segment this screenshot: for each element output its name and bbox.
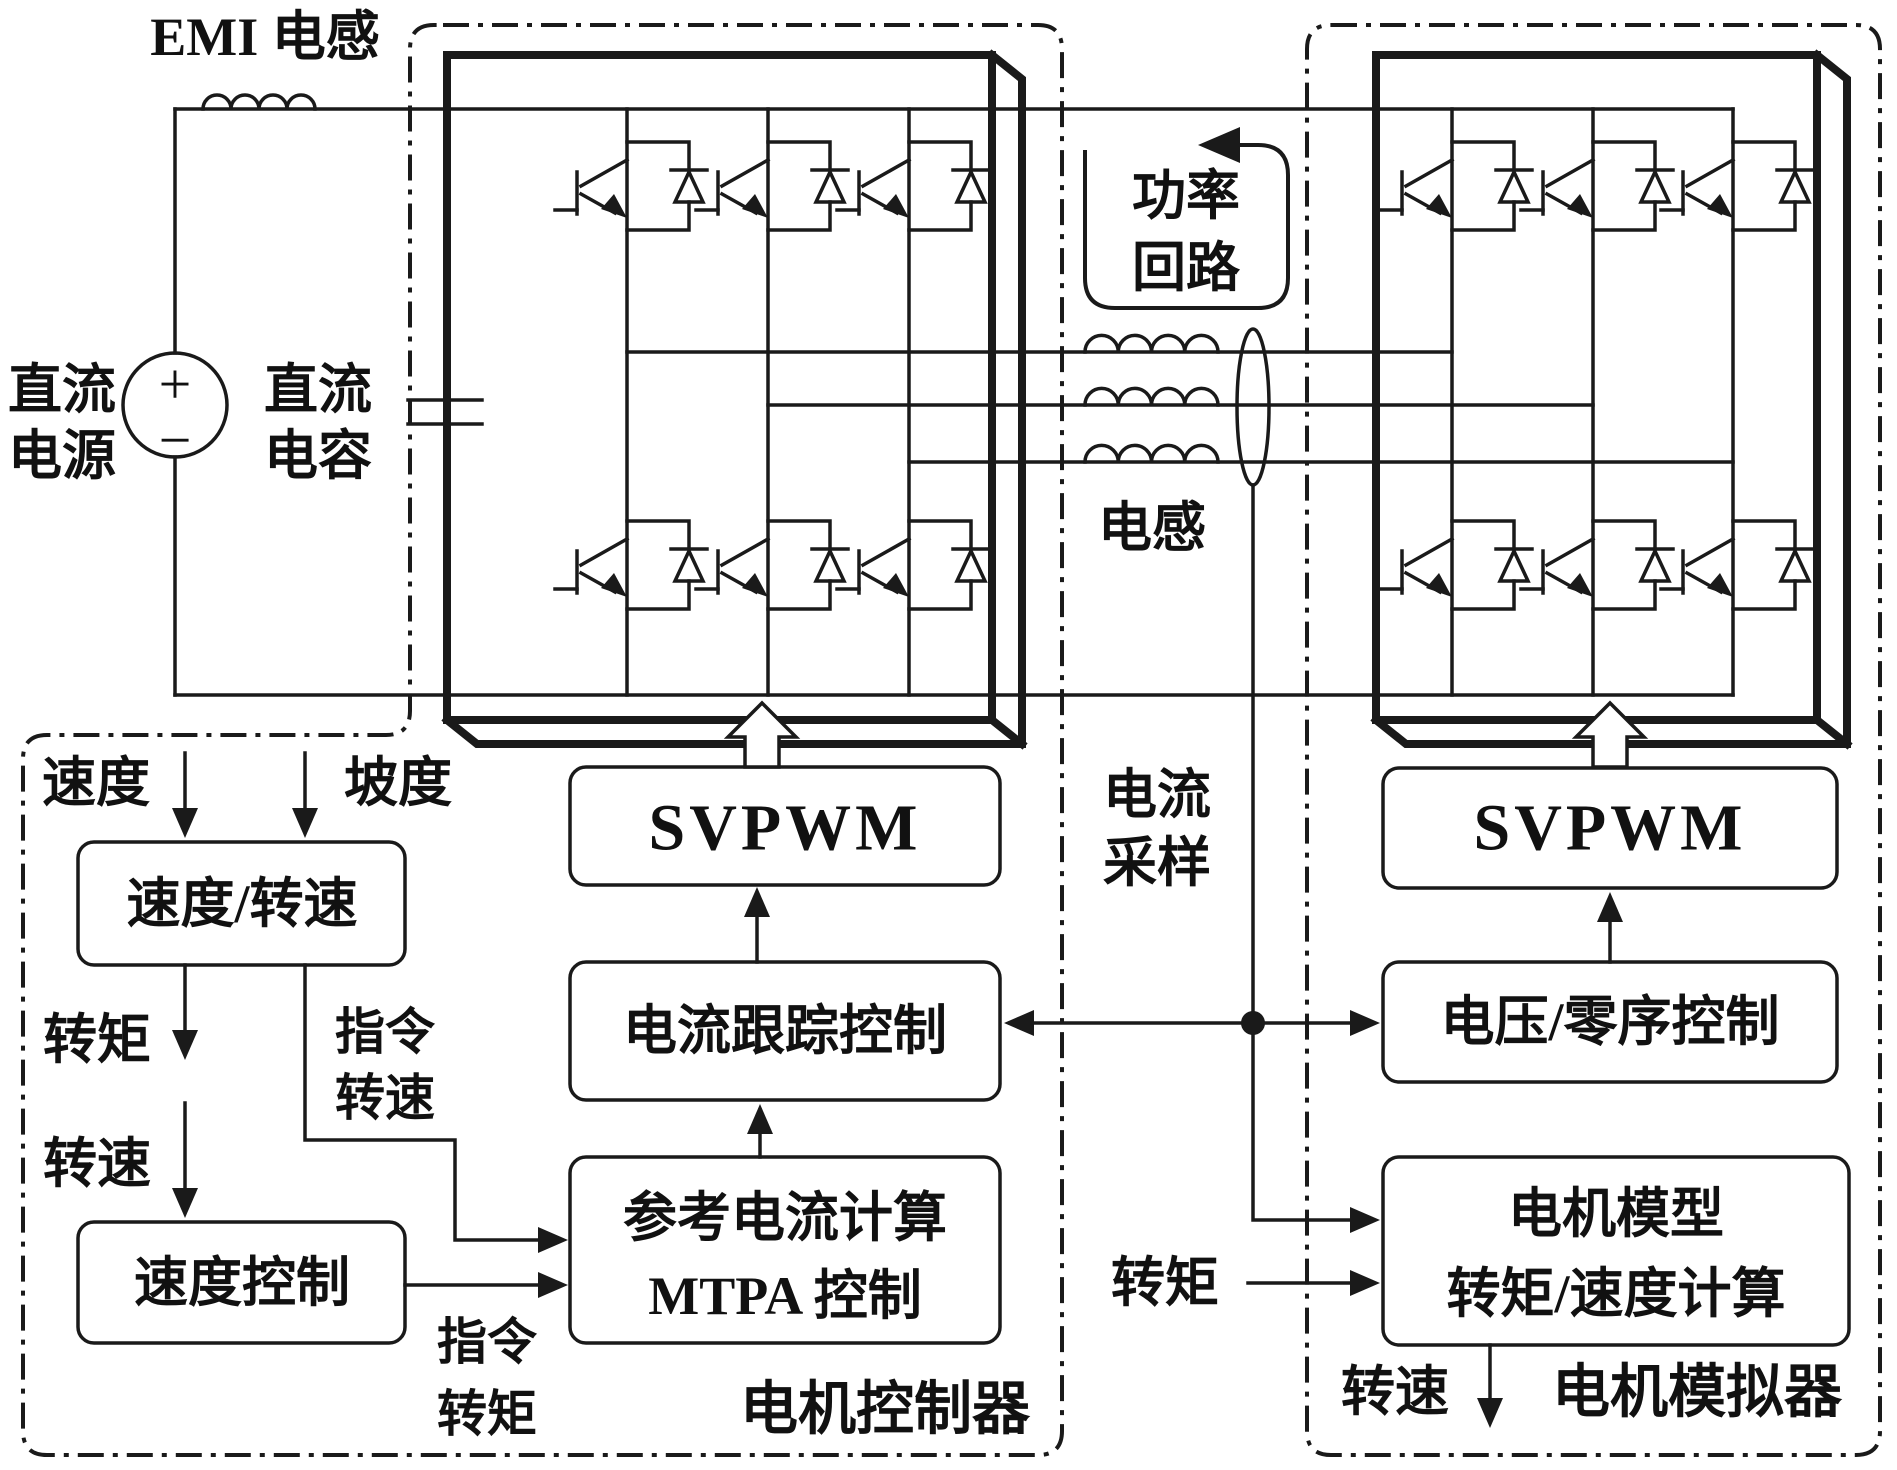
dc-cap-label-2: 电容 bbox=[264, 426, 372, 486]
power-loop-label-1: 功率 bbox=[1132, 166, 1240, 226]
cmd-rpm-label-1: 指令 bbox=[335, 1004, 436, 1060]
current-sampling-label-1: 电流 bbox=[1103, 765, 1211, 825]
dc-source-label-2: 电源 bbox=[8, 426, 116, 486]
power-loop-annotation bbox=[1083, 127, 1290, 310]
speed-in-label: 速度 bbox=[42, 753, 150, 813]
motor-model-box bbox=[1381, 1155, 1851, 1347]
cmd-torque-label-2: 转矩 bbox=[437, 1386, 537, 1442]
right-inverter-module bbox=[1370, 49, 1853, 750]
current-tracking-label: 电流跟踪控制 bbox=[623, 1001, 947, 1061]
voltage-zero-label: 电压/零序控制 bbox=[1440, 992, 1779, 1052]
cmd-rpm-label-2: 转速 bbox=[335, 1070, 435, 1126]
grade-in-label: 坡度 bbox=[344, 753, 452, 813]
signal-arrows bbox=[172, 751, 1623, 1428]
motor-model-label-2: 转矩/速度计算 bbox=[1446, 1264, 1785, 1324]
motor-model-label-1: 电机模型 bbox=[1508, 1184, 1724, 1244]
ref-current-label: 参考电流计算 bbox=[623, 1188, 947, 1248]
rpm-out-label: 转速 bbox=[43, 1134, 151, 1194]
speed-control-label: 速度控制 bbox=[134, 1253, 350, 1313]
svpwm-left-label: SVPWM bbox=[649, 792, 922, 865]
current-sampling-wires bbox=[1004, 483, 1380, 1233]
mtpa-label: MTPA 控制 bbox=[648, 1266, 921, 1326]
gate-arrow-left-icon bbox=[723, 700, 801, 769]
phase-wires bbox=[625, 327, 1735, 487]
motor-controller-label: 电机控制器 bbox=[740, 1377, 1031, 1442]
loop-arrow-icon bbox=[1198, 127, 1240, 163]
phase-inductor-icon bbox=[1083, 443, 1220, 464]
current-sampling-label-2: 采样 bbox=[1103, 833, 1211, 893]
torque-out-label: 转矩 bbox=[43, 1010, 151, 1070]
junction-dot bbox=[1241, 1011, 1265, 1035]
phase-inductor-icon bbox=[1083, 386, 1220, 407]
motor-emulator-label: 电机模拟器 bbox=[1552, 1360, 1843, 1425]
speed-rpm-box bbox=[76, 840, 407, 967]
dc-source-icon bbox=[121, 351, 229, 459]
phase-inductor-label: 电感 bbox=[1098, 498, 1206, 558]
mtpa-box bbox=[568, 1155, 1002, 1345]
inverter-legs bbox=[625, 107, 1735, 697]
speed-rpm-label: 速度/转速 bbox=[126, 874, 357, 934]
speed-control-box bbox=[76, 1220, 407, 1345]
cmd-torque-label-1: 指令 bbox=[437, 1314, 538, 1370]
plus-sign: + bbox=[159, 352, 192, 417]
minus-sign: − bbox=[159, 408, 192, 473]
dc-bus-wires bbox=[121, 93, 1735, 697]
dc-cap-label-1: 直流 bbox=[264, 360, 372, 420]
torque-in-right-label: 转矩 bbox=[1111, 1253, 1219, 1313]
dc-source-label-1: 直流 bbox=[8, 360, 116, 420]
emi-inductor-icon bbox=[201, 93, 317, 111]
svpwm-left-box bbox=[568, 765, 1002, 887]
emi-label: EMI 电感 bbox=[150, 7, 380, 67]
svpwm-right-label: SVPWM bbox=[1474, 792, 1747, 865]
gate-arrow-right-icon bbox=[1571, 700, 1649, 769]
phase-inductor-icon bbox=[1083, 333, 1220, 354]
motor-controller-enclosure bbox=[21, 23, 1064, 1457]
left-inverter-module bbox=[441, 49, 1028, 750]
motor-emulator-enclosure bbox=[1305, 23, 1882, 1457]
rpm-out-right-label: 转速 bbox=[1341, 1362, 1449, 1422]
current-tracking-box bbox=[568, 960, 1002, 1102]
power-loop-label-2: 回路 bbox=[1132, 238, 1241, 298]
